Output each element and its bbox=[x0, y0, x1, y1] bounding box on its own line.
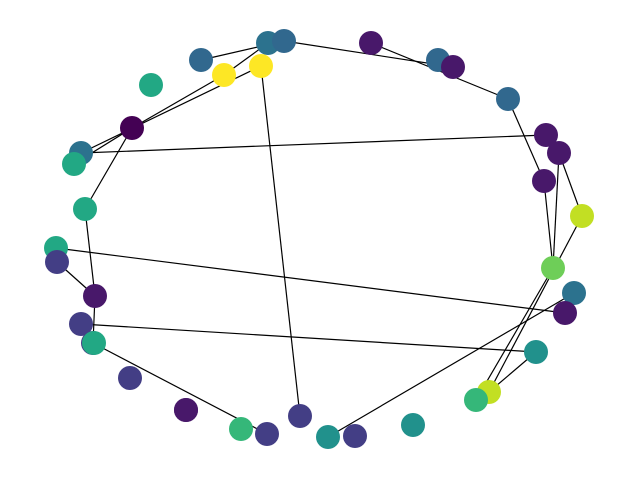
graph-node-n31 bbox=[464, 388, 488, 412]
graph-node-n29 bbox=[118, 366, 142, 390]
graph-edge-n05-n11 bbox=[131, 74, 225, 129]
graph-node-n37 bbox=[316, 425, 340, 449]
graph-node-n38 bbox=[343, 424, 367, 448]
graph-node-n11 bbox=[120, 116, 144, 140]
graph-edge-n21-n13 bbox=[552, 152, 560, 269]
graph-edge-n10-n16 bbox=[507, 98, 545, 182]
graph-node-n34 bbox=[288, 404, 312, 428]
graph-edge-n06-n34 bbox=[260, 65, 301, 417]
graph-edge-n21-n31 bbox=[475, 267, 554, 401]
graph-edge-n16-n21 bbox=[543, 180, 554, 269]
graph-node-n07 bbox=[139, 73, 163, 97]
graph-node-n20 bbox=[45, 250, 69, 274]
graph-node-n16 bbox=[532, 169, 556, 193]
graph-edge-n11-n17 bbox=[84, 127, 133, 210]
graph-edge-n14-n12 bbox=[80, 134, 547, 154]
graph-node-n15 bbox=[62, 152, 86, 176]
graph-node-n24 bbox=[69, 312, 93, 336]
graph-node-n35 bbox=[229, 417, 253, 441]
graph-node-n12 bbox=[534, 123, 558, 147]
graph-edge-n18-n25 bbox=[55, 247, 566, 314]
graph-node-n33 bbox=[401, 413, 425, 437]
graph-node-n36 bbox=[255, 422, 279, 446]
graph-node-n03 bbox=[272, 29, 296, 53]
graph-node-n10 bbox=[496, 87, 520, 111]
graph-edge-n23-n37 bbox=[327, 292, 575, 438]
graph-node-n23 bbox=[562, 281, 586, 305]
graph-node-n09 bbox=[441, 55, 465, 79]
graph-node-n39 bbox=[174, 398, 198, 422]
graph-node-n05 bbox=[212, 63, 236, 87]
graph-node-n06 bbox=[249, 54, 273, 78]
graph-edge-n24-n28 bbox=[80, 323, 537, 353]
graph-node-n13 bbox=[547, 141, 571, 165]
graph-node-n25 bbox=[553, 301, 577, 325]
graph-node-n04 bbox=[359, 31, 383, 55]
graph-node-n17 bbox=[73, 197, 97, 221]
graph-node-n22 bbox=[83, 284, 107, 308]
graph-node-n21 bbox=[541, 256, 565, 280]
graph-nodes bbox=[44, 29, 594, 449]
graph-node-n19 bbox=[570, 204, 594, 228]
graph-node-n01 bbox=[189, 48, 213, 72]
graph-node-n27 bbox=[82, 331, 106, 355]
graph-node-n28 bbox=[524, 340, 548, 364]
graph-edge-n19-n30 bbox=[488, 215, 583, 393]
